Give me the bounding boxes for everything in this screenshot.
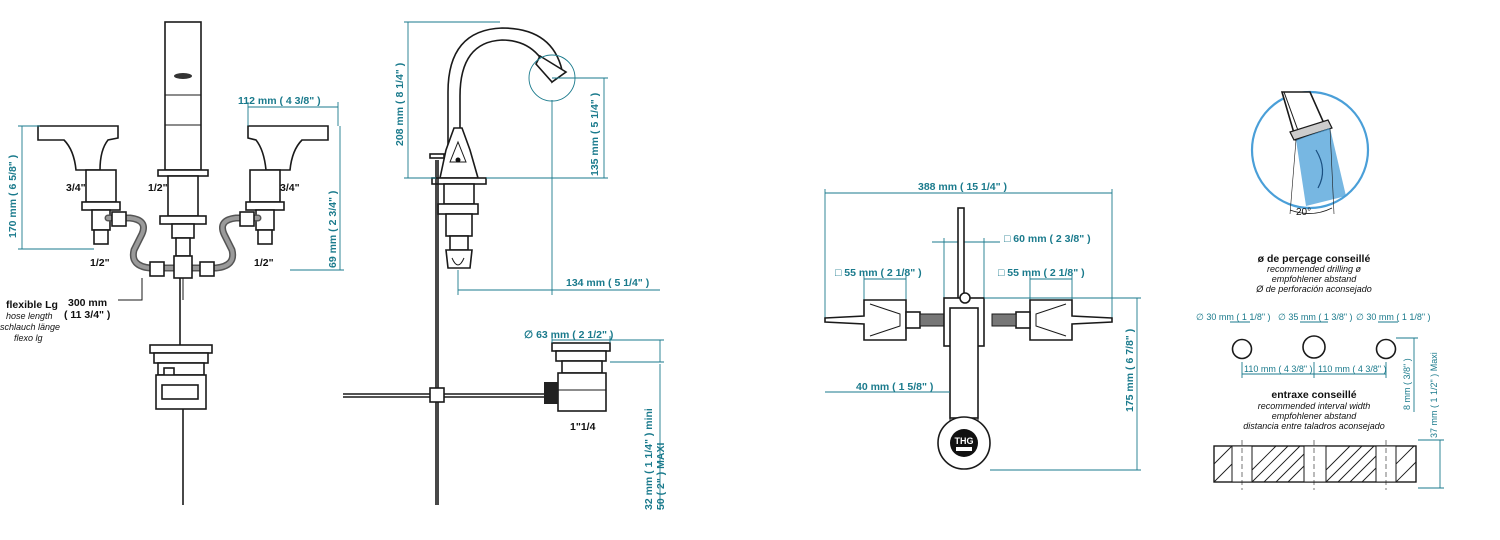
- hose-length-title: flexible Lg: [6, 299, 58, 311]
- top-left-handle: [824, 299, 907, 341]
- drilling-de: empfohlener abstand: [1272, 274, 1358, 284]
- thread-label-center: 1/2": [148, 182, 168, 194]
- top-right-handle: [1029, 299, 1113, 341]
- drain-thread-label: 1"1/4: [570, 421, 596, 433]
- dim-height-170: 170 mm ( 6 5/8" ): [7, 155, 19, 238]
- side-view: 208 mm ( 8 1/4" ) 135 mm ( 5 1/4" ) 134 …: [343, 21, 667, 510]
- hose-length-en: hose length: [6, 311, 53, 321]
- aerator: [174, 73, 192, 79]
- hose-length-in: ( 11 3/4" ): [64, 309, 110, 321]
- drilling-title: ø de perçage conseillé: [1258, 253, 1371, 265]
- spacing-left: 110 mm ( 4 3/8" ): [1244, 364, 1313, 374]
- right-handle: [247, 125, 329, 171]
- thread-label-left: 3/4": [66, 182, 86, 194]
- interval-es: distancia entre taladros aconsejado: [1243, 421, 1385, 431]
- dim-deck-mini: 32 mm ( 1 1/4" ) mini: [643, 408, 655, 510]
- interval-title: entraxe conseillé: [1271, 389, 1356, 401]
- dim-reach-134: 134 mm ( 5 1/4" ): [566, 277, 649, 289]
- dim-offset-40: 40 mm ( 1 5/8" ): [856, 381, 933, 393]
- dim-right-square: □ 55 mm ( 2 1/8" ): [998, 267, 1085, 279]
- dim-depth-175: 175 mm ( 6 7/8" ): [1124, 329, 1136, 412]
- hole-left: [1231, 338, 1253, 360]
- drilling-es: Ø de perforación aconsejado: [1255, 284, 1372, 294]
- spout-body: [164, 21, 202, 171]
- left-handle: [37, 125, 119, 171]
- dim-height-135: 135 mm ( 5 1/4" ): [589, 93, 601, 176]
- hole-dim-center: ∅ 35 mm ( 1 3/8" ): [1278, 312, 1353, 322]
- dim-center-square: □ 60 mm ( 2 3/8" ): [1004, 233, 1091, 245]
- interval-en: recommended interval width: [1258, 401, 1371, 411]
- hose-length-mm: 300 mm: [68, 297, 107, 309]
- interval-de: empfohlener abstand: [1272, 411, 1358, 421]
- hole-right: [1375, 338, 1397, 360]
- hole-center: [1302, 335, 1326, 359]
- drilling-panel: 20° ø de perçage conseillé recommended d…: [1196, 90, 1444, 490]
- dim-height-208: 208 mm ( 8 1/4" ): [394, 63, 406, 146]
- dim-width-112: 112 mm ( 4 3/8" ): [238, 95, 321, 107]
- water-spray: [1296, 128, 1346, 206]
- connector-label-left: 1/2": [90, 257, 110, 269]
- spray-angle: 20°: [1296, 207, 1311, 218]
- brand-logo: THG: [955, 436, 974, 446]
- dim-height-69: 69 mm ( 2 3/4" ): [327, 191, 339, 268]
- front-view: 170 mm ( 6 5/8" ) 112 mm ( 4 3/8" ) 69 m…: [0, 21, 344, 505]
- connector-label-right: 1/2": [254, 257, 274, 269]
- dim-deck-maxi: 50 ( 2" ) MAXI: [655, 443, 667, 510]
- top-view: 388 mm ( 15 1/4" ) □ 60 mm ( 2 3/8" ) □ …: [824, 181, 1141, 471]
- hole-dim-left: ∅ 30 mm ( 1 1/8" ): [1196, 312, 1271, 322]
- dim-drain-diameter: ∅ 63 mm ( 2 1/2" ): [524, 329, 613, 341]
- dim-left-square: □ 55 mm ( 2 1/8" ): [835, 267, 922, 279]
- thread-label-right: 3/4": [280, 182, 300, 194]
- spacing-right: 110 mm ( 4 3/8" ): [1318, 364, 1387, 374]
- hole-dim-right: ∅ 30 mm ( 1 1/8" ): [1356, 312, 1431, 322]
- dim-overall-388: 388 mm ( 15 1/4" ): [918, 181, 1007, 193]
- drilling-en: recommended drilling ø: [1267, 264, 1362, 274]
- deck-section: [1213, 440, 1417, 490]
- hose-length-es: flexo lg: [14, 333, 43, 343]
- hose-length-de: schlauch länge: [0, 322, 60, 332]
- min-gap: 8 mm ( 3/8" ): [1402, 358, 1412, 410]
- max-deck-thickness: 37 mm ( 1 1/2" ) Maxi: [1429, 352, 1439, 438]
